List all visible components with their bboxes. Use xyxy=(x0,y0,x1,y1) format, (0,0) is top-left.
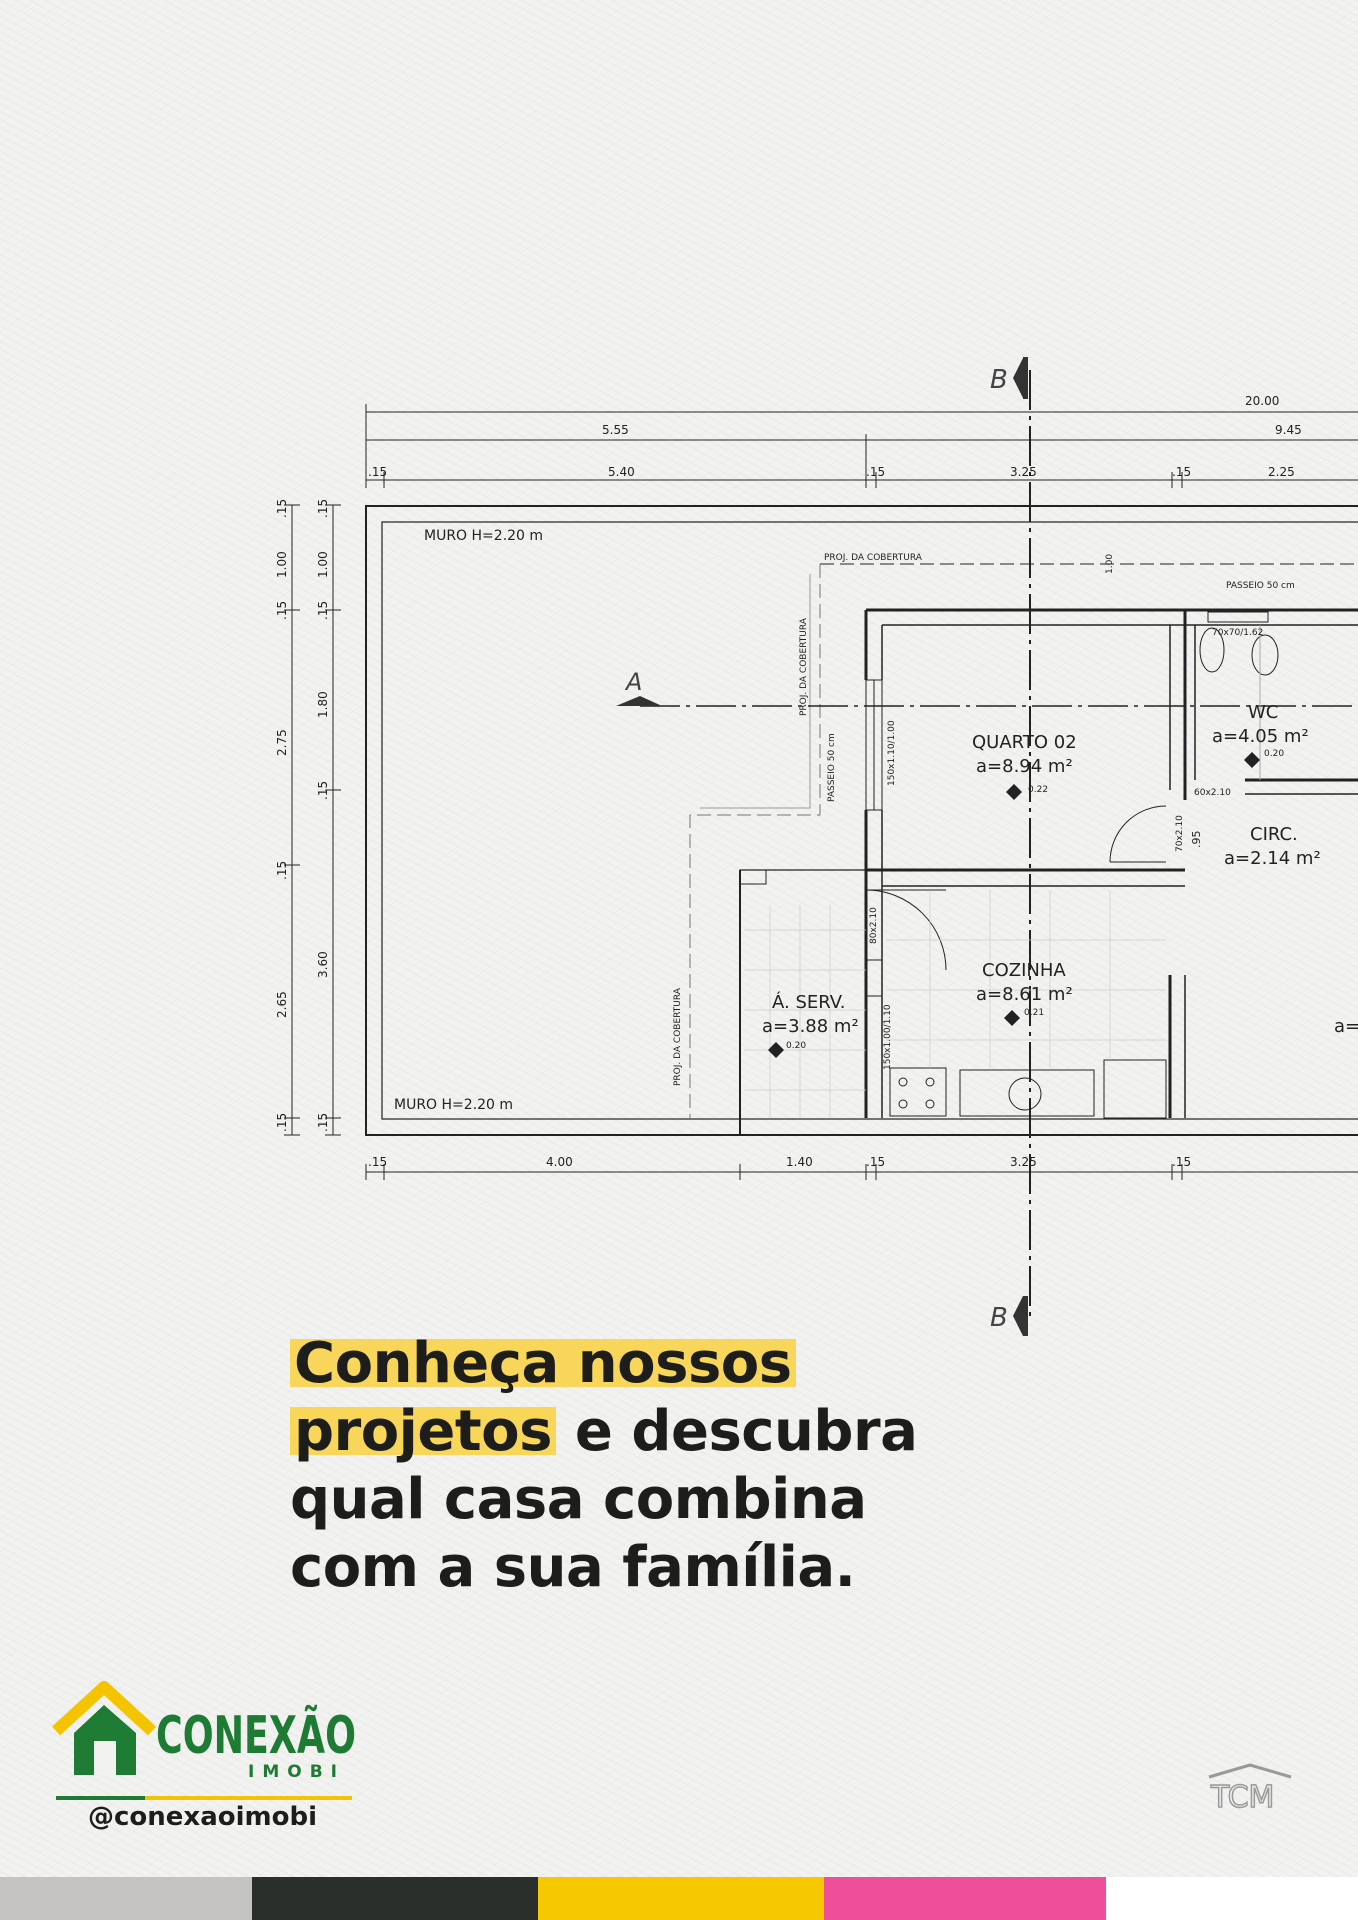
dim-bottom-4: .15 xyxy=(866,1155,885,1169)
conexao-logo: CONEXÃO IMOBI xyxy=(52,1681,356,1782)
logo-underline xyxy=(56,1796,352,1800)
dim-left-outer-5: .15 xyxy=(275,861,289,880)
headline: Conheça nossos projetos e descubra qual … xyxy=(290,1330,990,1602)
logo-wordmark: CONEXÃO xyxy=(156,1705,356,1766)
stripe-gray xyxy=(0,1877,252,1920)
room-cut-area: a= xyxy=(1334,1016,1358,1037)
dim-bottom-2: 4.00 xyxy=(546,1155,573,1169)
headline-line-4: com a sua família. xyxy=(290,1535,856,1600)
dim-left-block: 5.55 xyxy=(602,423,629,437)
room-cozinha-area: a=8.61 m² xyxy=(976,984,1073,1005)
proj-cobertura-vertical: PROJ. DA COBERTURA xyxy=(799,617,809,716)
room-wc-level: 0.20 xyxy=(1264,749,1284,759)
headline-highlight-1: Conheça nossos xyxy=(290,1331,796,1396)
room-serv-area: a=3.88 m² xyxy=(762,1016,859,1037)
dim-right-block: 9.45 xyxy=(1275,423,1302,437)
section-b-top: B xyxy=(990,365,1008,395)
dim-left-outer-7: .15 xyxy=(275,1113,289,1132)
passeio-top: PASSEIO 50 cm xyxy=(1226,581,1295,591)
dim-left-outer-4: 2.75 xyxy=(275,729,289,756)
passeio-vertical: PASSEIO 50 cm xyxy=(827,733,837,802)
proj-cobertura-top: PROJ. DA COBERTURA xyxy=(824,553,923,563)
logo-subtitle: IMOBI xyxy=(248,1762,345,1782)
room-wc-name: WC xyxy=(1248,702,1278,723)
muro-label-bottom: MURO H=2.20 m xyxy=(394,1097,513,1113)
dim-bottom-1: .15 xyxy=(368,1155,387,1169)
dim-left-inner-6: 3.60 xyxy=(316,951,330,978)
dim-left-outer-3: .15 xyxy=(275,601,289,620)
color-stripes xyxy=(0,1877,1358,1920)
room-serv-name: Á. SERV. xyxy=(772,991,845,1013)
proj-cobertura-left: PROJ. DA COBERTURA xyxy=(673,987,683,1086)
headline-line-3: qual casa combina xyxy=(290,1467,867,1532)
dim-top-seg-6: 2.25 xyxy=(1268,465,1295,479)
door-cozinha-label: 80x2.10 xyxy=(869,907,879,944)
window-quarto-label: 150x1.10/1.00 xyxy=(887,720,897,786)
stripe-yellow xyxy=(538,1877,824,1920)
window-cozinha-label: 150x1.00/1.10 xyxy=(883,1004,893,1070)
dim-left-inner-5: .15 xyxy=(316,781,330,800)
dim-total: 20.00 xyxy=(1245,394,1279,408)
dim-left-inner-1: .15 xyxy=(316,499,330,518)
dim-top-seg-1: .15 xyxy=(368,465,387,479)
room-quarto-area: a=8.94 m² xyxy=(976,756,1073,777)
dim-95: .95 xyxy=(1190,831,1203,849)
dim-left-inner-7: .15 xyxy=(316,1113,330,1132)
social-handle[interactable]: @conexaoimobi xyxy=(88,1802,317,1832)
section-a: A xyxy=(624,668,642,696)
dim-top-seg-5: .15 xyxy=(1172,465,1191,479)
dim-top-seg-3: .15 xyxy=(866,465,885,479)
room-circ-name: CIRC. xyxy=(1250,824,1298,845)
dim-left-inner-3: .15 xyxy=(316,601,330,620)
dim-bottom-6: .15 xyxy=(1172,1155,1191,1169)
dim-left-inner-2: 1.00 xyxy=(316,551,330,578)
door-quarto-label: 70x2.10 xyxy=(1175,815,1185,852)
floor-plan: B B A 20.00 5.55 9.45 .15 5.40 .15 3.25 … xyxy=(275,357,1358,1336)
dim-bottom-3: 1.40 xyxy=(786,1155,813,1169)
headline-highlight-2: projetos xyxy=(290,1399,556,1464)
dim-top-seg-2: 5.40 xyxy=(608,465,635,479)
room-cozinha-level: 0.21 xyxy=(1024,1008,1044,1018)
stripe-dark xyxy=(252,1877,538,1920)
headline-line-2-rest: e descubra xyxy=(555,1399,918,1464)
room-circ-area: a=2.14 m² xyxy=(1224,848,1321,869)
dim-100-vertical: 1.00 xyxy=(1105,554,1115,574)
room-quarto-level: 0.22 xyxy=(1028,785,1048,795)
tcm-wordmark: TCM xyxy=(1210,1780,1274,1815)
window-wc-label: 70x70/1.62 xyxy=(1212,628,1263,638)
stripe-pink xyxy=(824,1877,1106,1920)
section-b-bottom: B xyxy=(990,1303,1008,1333)
headline-line-1: Conheça nossos xyxy=(290,1330,990,1398)
dim-bottom-5: 3.25 xyxy=(1010,1155,1037,1169)
room-serv-level: 0.20 xyxy=(786,1041,806,1051)
room-quarto-name: QUARTO 02 xyxy=(972,732,1077,753)
tcm-logo: TCM xyxy=(1208,1763,1292,1816)
dim-left-inner-4: 1.80 xyxy=(316,691,330,718)
dim-left-outer-2: 1.00 xyxy=(275,551,289,578)
room-wc-area: a=4.05 m² xyxy=(1212,726,1309,747)
room-cozinha-name: COZINHA xyxy=(982,960,1066,981)
headline-line-2: projetos e descubra xyxy=(290,1398,990,1466)
dim-left-outer-1: .15 xyxy=(275,499,289,518)
dim-left-outer-6: 2.65 xyxy=(275,991,289,1018)
muro-label-top: MURO H=2.20 m xyxy=(424,528,543,544)
dim-top-seg-4: 3.25 xyxy=(1010,465,1037,479)
stripe-white xyxy=(1106,1877,1358,1920)
door-wc-label: 60x2.10 xyxy=(1194,788,1231,798)
